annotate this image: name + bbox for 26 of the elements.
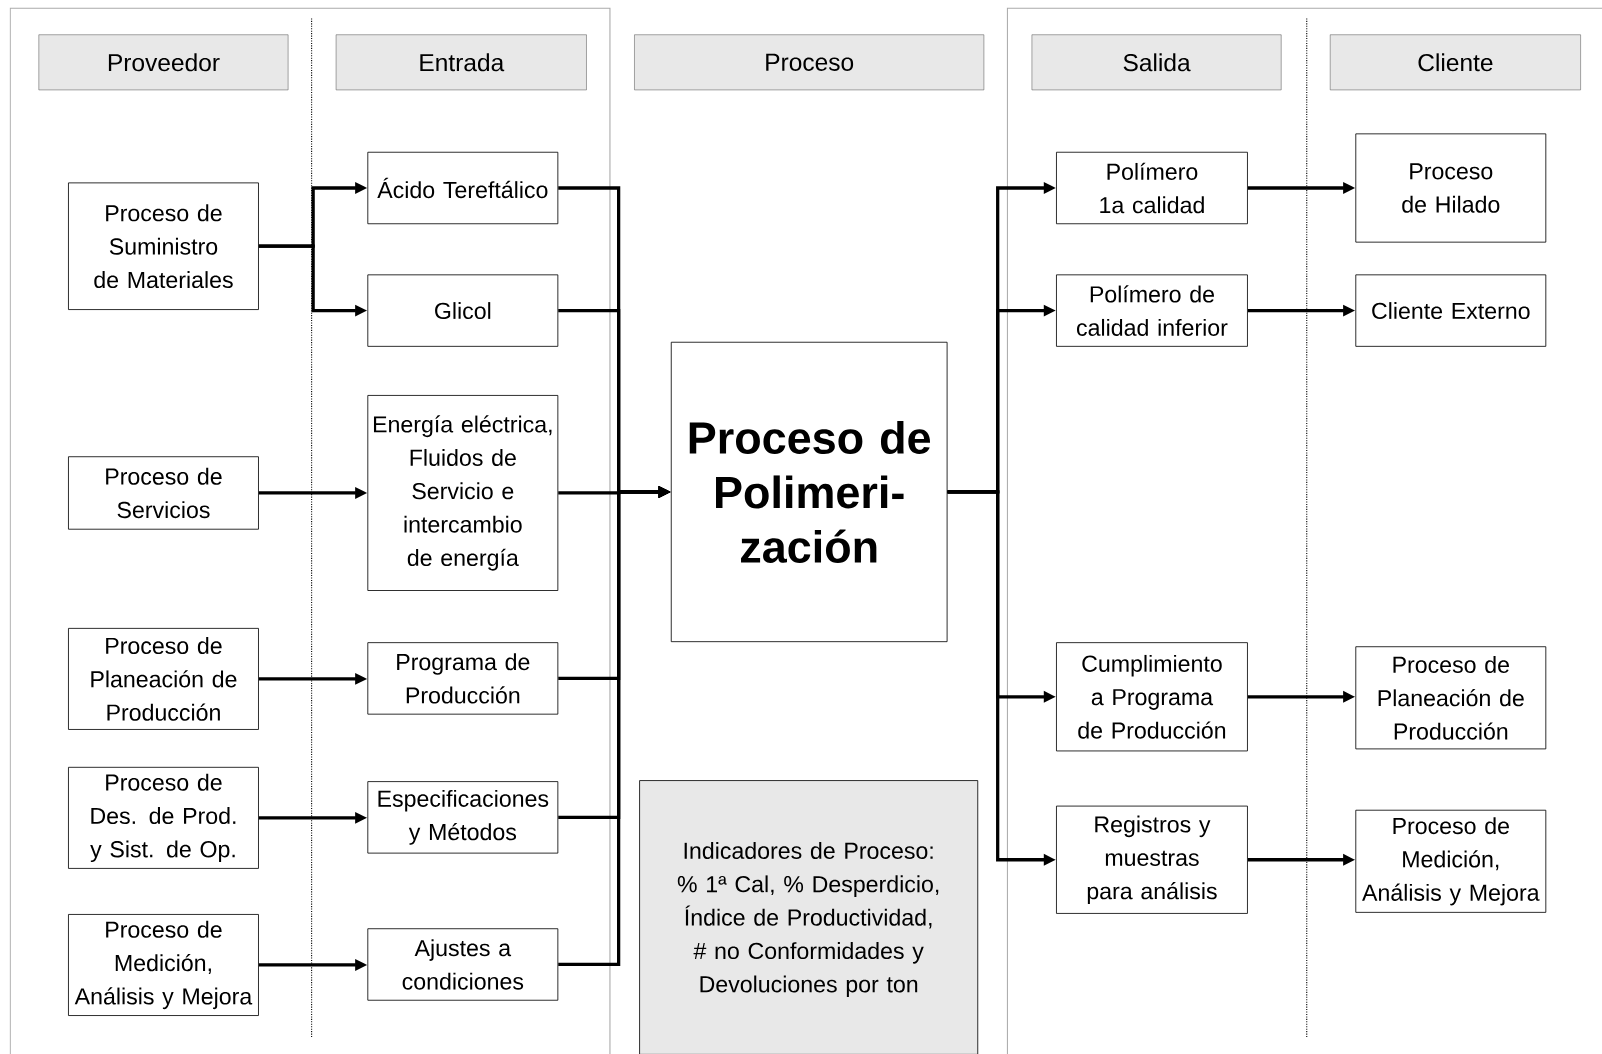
header-box: Proveedor <box>38 34 289 90</box>
process-box: Polímero de calidad inferior <box>1056 274 1248 347</box>
process-box: Proceso de Suministro de Materiales <box>68 182 259 310</box>
main-process-box: Proceso de Polimeri-zación <box>670 341 948 642</box>
header-box: Proceso <box>634 34 985 90</box>
process-box: Ajustes a condiciones <box>367 928 559 1001</box>
process-box: Polímero 1a calidad <box>1056 151 1248 224</box>
process-box: Proceso de Medición, Análisis y Mejora <box>1355 809 1547 913</box>
process-box: Especificaciones y Métodos <box>367 781 559 854</box>
process-box: Energía eléctrica, Fluidos de Servicio e intercambio de energía <box>367 394 559 591</box>
process-box: Proceso de Hilado <box>1355 133 1547 243</box>
process-box: Registros y muestras para análisis <box>1056 805 1248 914</box>
process-box: Proceso de Planeación de Producción <box>1355 646 1547 750</box>
header-box: Cliente <box>1329 34 1581 90</box>
process-box: Proceso de Planeación de Producción <box>68 627 259 730</box>
process-box: Proceso de Servicios <box>68 456 259 530</box>
process-box: Ácido Tereftálico <box>367 151 559 224</box>
process-box: Cumplimiento a Programa de Producción <box>1056 642 1248 752</box>
process-box: Cliente Externo <box>1355 274 1547 347</box>
header-box: Entrada <box>335 34 587 90</box>
note-box: Indicadores de Proceso: % 1ª Cal, % Desperdicio, Índice de Productividad, # no Conformidades y Devoluciones por ton <box>639 780 979 1054</box>
process-box: Programa de Producción <box>367 642 559 715</box>
header-box: Salida <box>1031 34 1282 90</box>
process-box: Glicol <box>367 274 559 347</box>
process-box: Proceso de Medición, Análisis y Mejora <box>68 913 259 1016</box>
process-box: Proceso de Des. de Prod. y Sist. de Op. <box>68 766 259 869</box>
